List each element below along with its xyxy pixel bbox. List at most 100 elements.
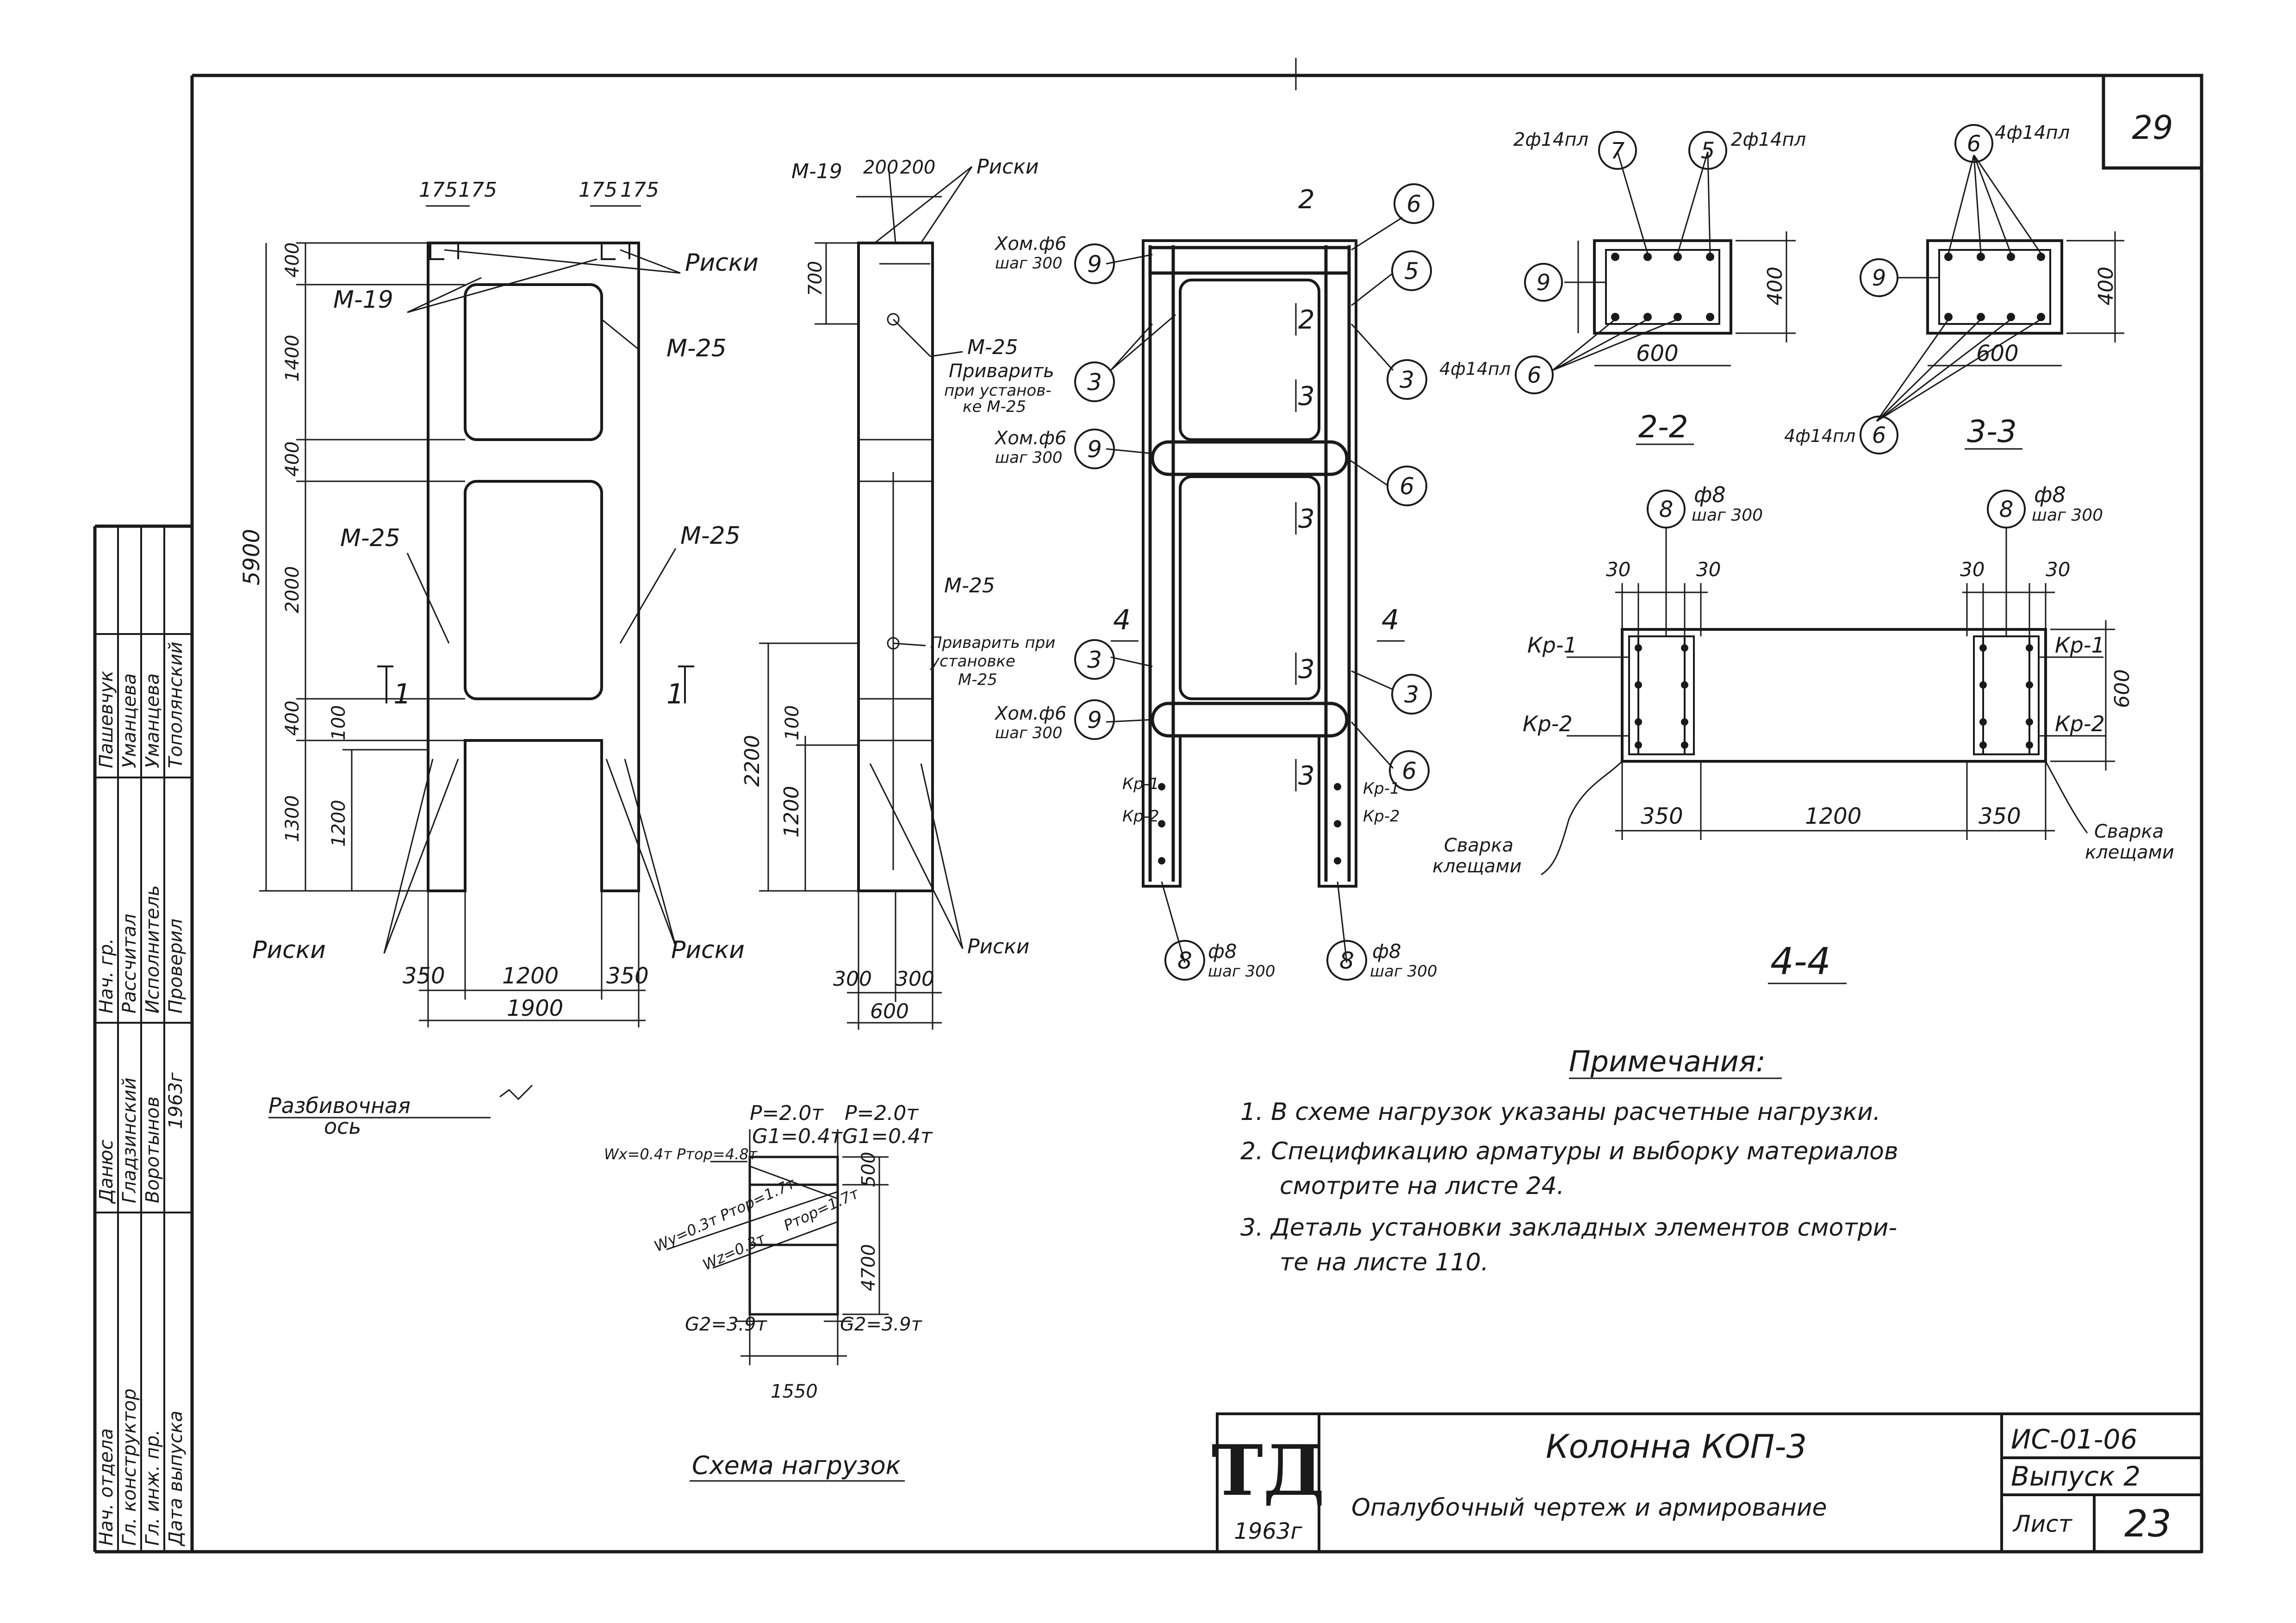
section-3-3: 6 9 6 4ф14пл 4ф14пл 400 600 3-3 xyxy=(1784,122,2124,454)
reinf-callout-6-c: 6 xyxy=(1402,758,1417,784)
stamp-role2-3: Исполнитель xyxy=(142,885,163,1014)
title-sheet-no: 23 xyxy=(2124,1502,2172,1545)
reinf-sect-2-mid: 2 xyxy=(1298,305,1315,335)
reinf-callout-8-a: 8 xyxy=(1177,947,1192,974)
stamp-role2-2: Рассчитал xyxy=(119,914,140,1014)
elev-dim-2000: 2000 xyxy=(282,566,303,613)
s44-kr2-left: Кр-2 xyxy=(1523,711,1573,736)
elev-section-mark-left: 1 xyxy=(393,678,411,710)
side-weld-top-1: Приварить xyxy=(949,361,1054,382)
load-p-right: P=2.0т xyxy=(845,1101,919,1125)
s33-callout-9: 9 xyxy=(1872,265,1886,291)
reinf-sect-2-top: 2 xyxy=(1298,185,1315,215)
column-side-view: 200 200 М-19 Риски 700 М-25 Приварить пр… xyxy=(740,155,1055,1030)
side-weld-top-2: при установ- xyxy=(944,381,1052,400)
reinf-clamp-2-a: Хом.ф6 xyxy=(994,428,1066,449)
reinf-clamp-1-b: шаг 300 xyxy=(995,254,1063,273)
reinf-callout-9-b: 9 xyxy=(1087,436,1102,463)
elev-dim-1300: 1300 xyxy=(282,795,303,842)
elev-label-m25-left: М-25 xyxy=(340,524,400,552)
stamp-role-4: Дата выпуска xyxy=(165,1411,187,1547)
note-2-cont: смотрите на листе 24. xyxy=(1280,1172,1564,1200)
title-issue: Выпуск 2 xyxy=(2011,1461,2140,1492)
stamp-role2-1: Нач. гр. xyxy=(96,938,117,1014)
side-dim-100: 100 xyxy=(782,705,803,740)
side-weld-mid-1: Приварить при xyxy=(930,634,1055,652)
elev-bottom-dim-1200: 1200 xyxy=(502,963,559,989)
s44-step-left: шаг 300 xyxy=(1692,506,1763,525)
s44-weld-right-2: клещами xyxy=(2085,842,2174,863)
side-label-m19: М-19 xyxy=(791,160,842,183)
title-logo: ТД xyxy=(1212,1430,1325,1511)
load-p-left: P=2.0т xyxy=(750,1101,824,1125)
load-g2-right: G2=3.9т xyxy=(840,1314,923,1335)
s44-kr2-right: Кр-2 xyxy=(2055,711,2105,736)
stamp-year: 1963г xyxy=(165,1072,187,1129)
reinf-clamp-2-b: шаг 300 xyxy=(995,448,1063,467)
side-dim-700: 700 xyxy=(805,261,826,296)
reinf-sect-3-d: 3 xyxy=(1298,761,1315,791)
s44-weld-left-2: клещами xyxy=(1432,856,1522,877)
stamp-name2-1: Пашевчук xyxy=(96,671,117,768)
elev-label-m25-right: М-25 xyxy=(680,522,740,550)
side-label-m25-mid: М-25 xyxy=(944,574,995,597)
elev-dim-400-c: 400 xyxy=(282,701,303,736)
reinf-sect-3-c: 3 xyxy=(1298,654,1315,684)
load-g1-right: G1=0.4т xyxy=(842,1125,933,1148)
title-main: Колонна КОП-3 xyxy=(1546,1428,1807,1466)
s44-title: 4-4 xyxy=(1770,940,1831,983)
reinf-callout-6-b: 6 xyxy=(1400,473,1414,500)
title-subtitle: Опалубочный чертеж и армирование xyxy=(1351,1494,1827,1522)
side-top-dim-1: 200 xyxy=(863,157,898,178)
elev-top-dim-1: 175 xyxy=(419,178,458,202)
elev-label-riski-left: Риски xyxy=(252,936,326,964)
s44-phi8-right: ф8 xyxy=(2034,482,2066,507)
side-dim-2200: 2200 xyxy=(740,735,764,787)
title-sheet-label: Лист xyxy=(2012,1511,2073,1537)
reinf-callout-8-b: 8 xyxy=(1339,947,1354,974)
reinf-phi8-right: ф8 xyxy=(1372,940,1401,963)
s33-title: 3-3 xyxy=(1967,414,2017,449)
s22-width: 600 xyxy=(1636,341,1679,367)
s22-callout-7: 7 xyxy=(1611,138,1625,164)
load-g1-left: G1=0.4т xyxy=(752,1125,843,1148)
elev-label-m25-top: М-25 xyxy=(666,335,727,362)
elev-label-riski-top: Риски xyxy=(685,249,759,277)
s44-dim-30-a: 30 xyxy=(1606,558,1630,581)
reinf-clamp-3-a: Хом.ф6 xyxy=(994,703,1066,724)
side-weld-mid-2: установке xyxy=(930,652,1015,671)
s44-phi8-left: ф8 xyxy=(1694,482,1726,507)
reinforcement-view: 2 2 3 3 3 3 4 4 Хом.ф6 шаг 300 Хом.ф6 ша… xyxy=(994,58,1437,981)
reinf-callout-3-c: 3 xyxy=(1400,367,1414,393)
side-bottom-dim-2: 300 xyxy=(896,967,934,991)
reinf-kr1-left: Кр-1 xyxy=(1122,775,1159,793)
reinf-callout-6-a: 6 xyxy=(1406,191,1421,218)
reinf-kr2-right: Кр-2 xyxy=(1363,807,1400,826)
s44-bottom-1200: 1200 xyxy=(1805,803,1861,829)
s44-dim-30-c: 30 xyxy=(1960,558,1985,581)
load-dim-4700: 4700 xyxy=(858,1244,879,1291)
stamp-role-1: Нач. отдела xyxy=(96,1428,117,1546)
side-weld-mid-3: М-25 xyxy=(958,671,997,689)
reinf-sect-4-right: 4 xyxy=(1381,604,1399,636)
elev-overall-width: 1900 xyxy=(507,995,563,1021)
reinf-step-right: шаг 300 xyxy=(1370,962,1437,981)
s44-bottom-350-a: 350 xyxy=(1641,803,1683,829)
notes-block: Примечания: 1. В схеме нагрузок указаны … xyxy=(1240,1045,1898,1276)
s22-callout-5: 5 xyxy=(1701,138,1715,164)
s44-weld-left-1: Сварка xyxy=(1444,835,1513,856)
stamp-role-2: Гл. конструктор xyxy=(119,1388,140,1546)
load-scheme-title: Схема нагрузок xyxy=(692,1451,901,1480)
stamp-role2-4: Проверил xyxy=(165,919,187,1014)
reinf-callout-5: 5 xyxy=(1404,258,1419,285)
stamp-name-3: Воротынов xyxy=(142,1096,163,1203)
side-label-riski-bottom: Риски xyxy=(967,935,1030,958)
s44-callout-8-right: 8 xyxy=(1999,497,2014,522)
reinf-callout-3-b: 3 xyxy=(1087,647,1102,673)
sheet-number: 29 xyxy=(2132,109,2173,147)
s44-step-right: шаг 300 xyxy=(2032,506,2103,525)
elev-bottom-dim-350-a: 350 xyxy=(403,963,445,989)
s44-kr1-left: Кр-1 xyxy=(1527,633,1577,658)
s44-height: 600 xyxy=(2110,669,2134,708)
load-wx: Wx=0.4т Ртор=4.8т xyxy=(604,1145,758,1163)
